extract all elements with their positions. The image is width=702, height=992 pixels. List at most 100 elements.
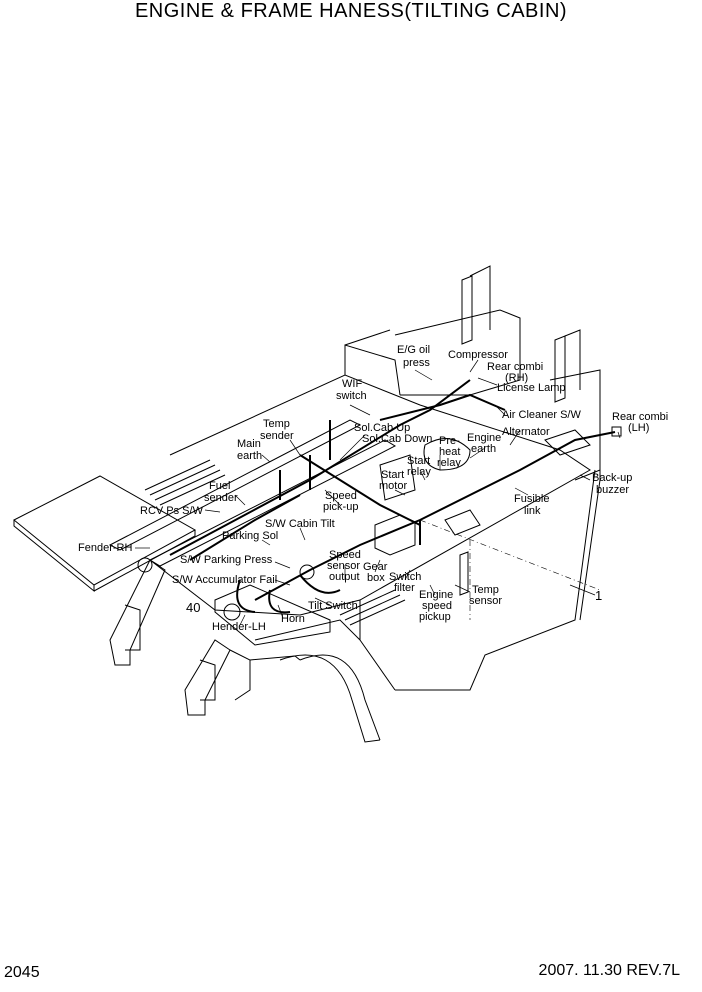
- label-hender-lh: Hender-LH: [212, 621, 266, 633]
- svg-text:Speed: Speed: [325, 490, 357, 502]
- label-pre-heat-relay-1: Pre-: [439, 435, 460, 447]
- svg-text:Rear combi: Rear combi: [487, 361, 543, 373]
- label-temp-sensor-1: Temp: [472, 584, 499, 596]
- svg-text:link: link: [524, 505, 541, 517]
- label-license-lamp: License Lamp: [497, 382, 566, 394]
- label-rear-combi-rh-1: Rear combi: [487, 361, 543, 373]
- label-parking-sol: Parking Sol: [222, 530, 278, 542]
- label-engine-speed-pickup-2: speed: [422, 600, 452, 612]
- label-eg-oil-press-2: press: [403, 357, 430, 369]
- svg-text:Fusible: Fusible: [514, 493, 549, 505]
- label-temp-sender-1: Temp: [263, 418, 290, 430]
- svg-text:Engine: Engine: [419, 589, 453, 601]
- svg-text:Pre-: Pre-: [439, 435, 460, 447]
- label-pre-heat-relay-3: relay: [437, 457, 461, 469]
- label-eg-oil-press-1: E/G oil: [397, 344, 430, 356]
- label-speed-pickup-2: pick-up: [323, 501, 358, 513]
- label-fusible-link-1: Fusible: [514, 493, 549, 505]
- svg-text:(LH): (LH): [628, 422, 649, 434]
- label-start-motor-2: motor: [379, 480, 407, 492]
- svg-text:sender: sender: [260, 430, 294, 442]
- svg-text:filter: filter: [394, 582, 415, 594]
- svg-text:output: output: [329, 571, 360, 583]
- svg-text:pick-up: pick-up: [323, 501, 358, 513]
- label-sw-cabin-tilt: S/W Cabin Tilt: [265, 518, 335, 530]
- label-speed-sensor-output-2: sensor: [327, 560, 360, 572]
- svg-text:(RH): (RH): [505, 372, 528, 384]
- label-speed-sensor-output-3: output: [329, 571, 360, 583]
- label-back-up-buzzer-1: Back-up: [592, 472, 632, 484]
- label-back-up-buzzer-2: buzzer: [596, 484, 629, 496]
- svg-text:earth: earth: [471, 443, 496, 455]
- page-number: 2045: [4, 964, 40, 981]
- leader-lines: [135, 359, 621, 626]
- svg-text:speed: speed: [422, 600, 452, 612]
- label-tilt-switch: Tilt Switch: [308, 600, 358, 612]
- label-fender-rh: Fender-RH: [78, 542, 132, 554]
- svg-text:Start: Start: [407, 455, 430, 467]
- label-item-1: 1: [595, 588, 602, 603]
- svg-text:Temp: Temp: [472, 584, 499, 596]
- label-gear-box-2: box: [367, 572, 385, 584]
- svg-text:Speed: Speed: [329, 549, 361, 561]
- label-sol-cab-up: Sol.Cab Up: [354, 422, 410, 434]
- svg-text:E/G oil: E/G oil: [397, 344, 430, 356]
- label-item-40: 40: [186, 600, 200, 615]
- label-fusible-link-2: link: [524, 505, 541, 517]
- svg-text:sensor: sensor: [469, 595, 502, 607]
- label-fuel-sender-1: Fuel: [209, 480, 230, 492]
- label-sw-accumulator-fail: S/W Accumulator Fail: [172, 574, 277, 586]
- label-main-earth-1: Main: [237, 438, 261, 450]
- chassis-outline: [13, 265, 622, 743]
- label-engine-speed-pickup-3: pickup: [419, 611, 451, 623]
- label-pre-heat-relay-2: heat: [439, 446, 460, 458]
- label-main-earth-2: earth: [237, 450, 262, 462]
- svg-text:press: press: [403, 357, 430, 369]
- label-compressor: Compressor: [448, 349, 508, 361]
- label-speed-sensor-output-1: Speed: [329, 549, 361, 561]
- label-switch-filter-2: filter: [394, 582, 415, 594]
- svg-text:Fuel: Fuel: [209, 480, 230, 492]
- label-start-relay-2: relay: [407, 466, 431, 478]
- svg-text:heat: heat: [439, 446, 460, 458]
- label-start-motor-1: Start: [381, 469, 404, 481]
- label-temp-sender-2: sender: [260, 430, 294, 442]
- label-horn: Horn: [281, 613, 305, 625]
- label-start-relay-1: Start: [407, 455, 430, 467]
- svg-text:Temp: Temp: [263, 418, 290, 430]
- label-rear-combi-lh-2: (LH): [628, 422, 649, 434]
- callout-labels: E/G oil press Compressor Rear combi (RH)…: [78, 344, 668, 633]
- label-rear-combi-lh-1: Rear combi: [612, 411, 668, 423]
- svg-text:relay: relay: [437, 457, 461, 469]
- label-engine-earth-1: Engine: [467, 432, 501, 444]
- label-air-cleaner-sw: Air Cleaner S/W: [502, 409, 581, 421]
- svg-text:motor: motor: [379, 480, 407, 492]
- label-sw-parking-press: S/W Parking Press: [180, 554, 273, 566]
- svg-text:buzzer: buzzer: [596, 484, 629, 496]
- harness-wires: [169, 379, 616, 614]
- svg-text:Back-up: Back-up: [592, 472, 632, 484]
- svg-text:switch: switch: [336, 390, 367, 402]
- label-temp-sensor-2: sensor: [469, 595, 502, 607]
- svg-text:Switch: Switch: [389, 571, 421, 583]
- svg-text:Gear: Gear: [363, 561, 388, 573]
- svg-text:Main: Main: [237, 438, 261, 450]
- page-title: ENGINE & FRAME HANESS(TILTING CABIN): [134, 0, 568, 22]
- svg-text:pickup: pickup: [419, 611, 451, 623]
- label-gear-box-1: Gear: [363, 561, 388, 573]
- label-rear-combi-rh-2: (RH): [505, 372, 528, 384]
- label-engine-earth-2: earth: [471, 443, 496, 455]
- svg-text:Rear combi: Rear combi: [612, 411, 668, 423]
- svg-text:sensor: sensor: [327, 560, 360, 572]
- label-rcv-ps-sw: RCV Ps S/W: [140, 505, 204, 517]
- svg-text:Engine: Engine: [467, 432, 501, 444]
- label-wif-switch-2: switch: [336, 390, 367, 402]
- label-fuel-sender-2: sender: [204, 492, 238, 504]
- svg-text:Start: Start: [381, 469, 404, 481]
- label-switch-filter-1: Switch: [389, 571, 421, 583]
- revision-date: 2007. 11.30 REV.7L: [538, 962, 680, 979]
- label-speed-pickup-1: Speed: [325, 490, 357, 502]
- label-alternator: Alternator: [502, 426, 550, 438]
- svg-text:WIF: WIF: [342, 378, 362, 390]
